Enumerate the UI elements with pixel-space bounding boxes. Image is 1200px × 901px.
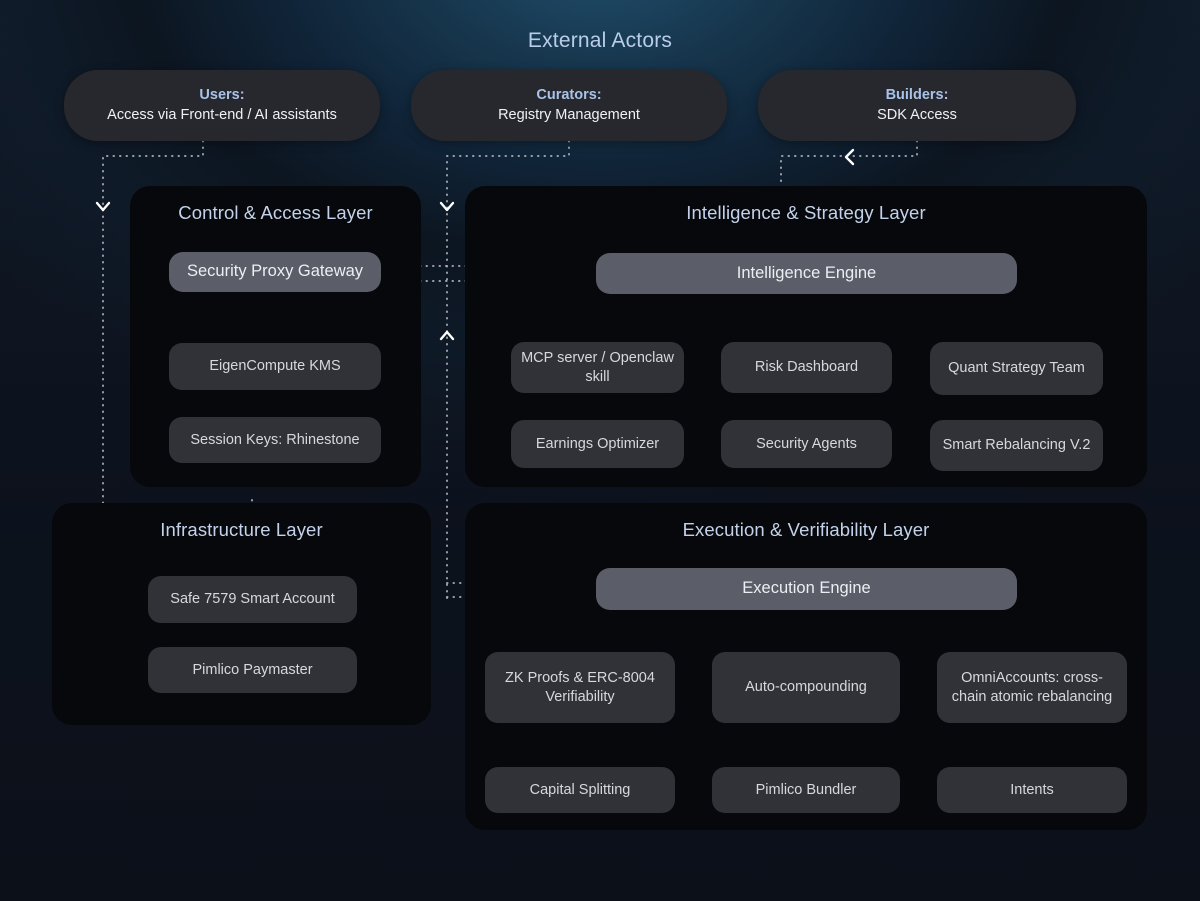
node-auto-compounding[interactable]: Auto-compounding <box>712 652 900 723</box>
actor-builders-role: Builders: <box>885 87 949 104</box>
node-quant-strategy-team[interactable]: Quant Strategy Team <box>930 342 1103 395</box>
actor-curators-role: Curators: <box>536 87 602 104</box>
node-zk-proofs-erc8004-verifiability[interactable]: ZK Proofs & ERC-8004 Verifiability <box>485 652 675 723</box>
actor-users-role: Users: <box>199 87 245 104</box>
actor-users[interactable]: Users: Access via Front-end / AI assista… <box>64 70 380 141</box>
layer-control-access-title: Control & Access Layer <box>178 202 373 223</box>
node-session-keys-rhinestone[interactable]: Session Keys: Rhinestone <box>169 417 381 463</box>
node-pimlico-bundler[interactable]: Pimlico Bundler <box>712 767 900 813</box>
node-intents[interactable]: Intents <box>937 767 1127 813</box>
node-eigencompute-kms[interactable]: EigenCompute KMS <box>169 343 381 390</box>
actor-curators-desc: Registry Management <box>498 106 640 123</box>
node-risk-dashboard[interactable]: Risk Dashboard <box>721 342 892 393</box>
node-earnings-optimizer[interactable]: Earnings Optimizer <box>511 420 684 468</box>
layer-execution-verifiability-title: Execution & Verifiability Layer <box>682 519 930 540</box>
actor-curators[interactable]: Curators: Registry Management <box>411 70 727 141</box>
node-omniaccounts-cross-chain-atomic-rebalancing[interactable]: OmniAccounts: cross-chain atomic rebalan… <box>937 652 1127 723</box>
node-safe-7579-smart-account[interactable]: Safe 7579 Smart Account <box>148 576 357 623</box>
actor-builders[interactable]: Builders: SDK Access <box>758 70 1076 141</box>
node-security-agents[interactable]: Security Agents <box>721 420 892 468</box>
page-title: External Actors <box>527 29 673 52</box>
node-security-proxy-gateway[interactable]: Security Proxy Gateway <box>169 252 381 292</box>
layer-infrastructure-title: Infrastructure Layer <box>160 519 323 540</box>
node-mcp-server-openclaw-skill[interactable]: MCP server / Openclaw skill <box>511 342 684 393</box>
node-execution-engine[interactable]: Execution Engine <box>596 568 1017 610</box>
node-smart-rebalancing-v2[interactable]: Smart Rebalancing V.2 <box>930 420 1103 471</box>
actor-users-desc: Access via Front-end / AI assistants <box>107 106 337 123</box>
layer-intelligence-strategy-title: Intelligence & Strategy Layer <box>686 202 926 223</box>
node-intelligence-engine[interactable]: Intelligence Engine <box>596 253 1017 294</box>
node-pimlico-paymaster[interactable]: Pimlico Paymaster <box>148 647 357 693</box>
actor-builders-desc: SDK Access <box>877 106 957 123</box>
node-capital-splitting[interactable]: Capital Splitting <box>485 767 675 813</box>
